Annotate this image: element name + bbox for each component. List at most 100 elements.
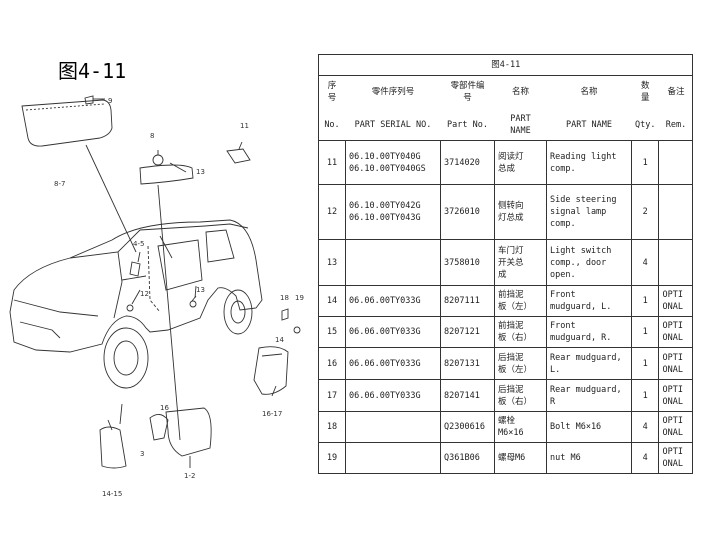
- callout-label: 19: [295, 294, 304, 302]
- callout-label: 3: [140, 450, 144, 458]
- cell-name-cn: 螺母M6: [494, 442, 547, 474]
- header-namecn-en: PART NAME: [494, 108, 547, 141]
- cell-rem: OPTI ONAL: [658, 347, 694, 380]
- cell-qty: 4: [630, 239, 660, 286]
- cell-qty: 4: [630, 442, 660, 474]
- cell-rem: OPTI ONAL: [658, 316, 694, 348]
- cell-rem: [658, 239, 694, 286]
- cell-no: 19: [318, 442, 346, 474]
- car-body: [9, 219, 263, 353]
- header-partno-cn: 零部件编 号: [440, 75, 495, 109]
- cell-serial: 06.06.00TY033G: [345, 379, 441, 412]
- cell-rem: OPTI ONAL: [658, 379, 694, 412]
- cell-serial: [345, 411, 441, 443]
- cell-part-no: 3726010: [440, 184, 495, 240]
- table-row: 17 06.06.00TY033G 8207141 后挡泥 板（右） Rear …: [318, 379, 694, 412]
- cell-serial: 06.06.00TY033G: [345, 347, 441, 380]
- cell-rem: [658, 140, 694, 185]
- cell-name-en: Light switch comp., door open.: [546, 239, 632, 286]
- cell-name-cn: 车门灯 开关总 成: [494, 239, 547, 286]
- cell-serial: 06.06.00TY033G: [345, 285, 441, 317]
- table-header-en: No. PART SERIAL NO. Part No. PART NAME P…: [318, 108, 694, 141]
- cell-serial: 06.10.00TY042G 06.10.00TY043G: [345, 184, 441, 240]
- callout-label: 18: [280, 294, 289, 302]
- rear-view-mirror: [139, 164, 194, 185]
- callout-label: 16: [160, 404, 169, 412]
- cell-name-en: Front mudguard, R.: [546, 316, 632, 348]
- table-row: 15 06.06.00TY033G 8207121 前挡泥 板（右） Front…: [318, 316, 694, 348]
- cell-part-no: 8207141: [440, 379, 495, 412]
- cell-rem: OPTI ONAL: [658, 285, 694, 317]
- cell-name-en: Rear mudguard, R: [546, 379, 632, 412]
- header-qty-cn: 数 量: [630, 75, 659, 109]
- cell-name-en: Bolt M6×16: [546, 411, 632, 443]
- table-row: 13 3758010 车门灯 开关总 成 Light switch comp.,…: [318, 239, 694, 286]
- cell-no: 17: [318, 379, 346, 412]
- header-qty-en: Qty.: [630, 108, 659, 141]
- cell-qty: 4: [630, 411, 660, 443]
- callout-label: 14: [275, 336, 284, 344]
- cell-name-cn: 后挡泥 板（左）: [494, 347, 547, 380]
- cell-part-no: Q361B06: [440, 442, 495, 474]
- header-rem-en: Rem.: [658, 108, 694, 141]
- table-row: 18 Q2300616 螺栓 M6×16 Bolt M6×16 4 OPTI O…: [318, 411, 694, 443]
- front-wheel: [103, 327, 149, 389]
- cell-name-en: Reading light comp.: [546, 140, 632, 185]
- cell-part-no: 8207131: [440, 347, 495, 380]
- cell-part-no: 8207111: [440, 285, 495, 317]
- rear-wheel: [223, 289, 253, 335]
- cell-qty: 2: [630, 184, 660, 240]
- callout-label: 13: [196, 168, 205, 176]
- cell-no: 18: [318, 411, 346, 443]
- cell-serial: 06.10.00TY040G 06.10.00TY040GS: [345, 140, 441, 185]
- header-rem-cn: 备注: [658, 75, 694, 109]
- car-parts-exploded-drawing: 9 8 11 13 8-7 4-5 12 13 18 19 14 16 3 1-…: [9, 95, 304, 498]
- callout-label: 8: [150, 132, 154, 140]
- cell-name-cn: 前挡泥 板（右）: [494, 316, 547, 348]
- callout-label: 16-17: [262, 410, 282, 418]
- side-mirror: [165, 407, 212, 457]
- cell-name-en: Rear mudguard, L.: [546, 347, 632, 380]
- header-partno-en: Part No.: [440, 108, 495, 141]
- table-row: 14 06.06.00TY033G 8207111 前挡泥 板（左） Front…: [318, 285, 694, 317]
- callout-label: 14-15: [102, 490, 122, 498]
- header-serial-cn: 零件序列号: [345, 75, 441, 109]
- header-no-cn: 序 号: [318, 75, 346, 109]
- cell-part-no: Q2300616: [440, 411, 495, 443]
- header-serial-en: PART SERIAL NO.: [345, 108, 441, 141]
- table-row: 12 06.10.00TY042G 06.10.00TY043G 3726010…: [318, 184, 694, 240]
- cell-qty: 1: [630, 316, 660, 348]
- header-namecn-cn: 名称: [494, 75, 547, 109]
- cell-name-cn: 螺栓 M6×16: [494, 411, 547, 443]
- table-row: 19 Q361B06 螺母M6 nut M6 4 OPTI ONAL: [318, 442, 694, 474]
- header-nameen-en: PART NAME: [546, 108, 632, 141]
- cell-no: 11: [318, 140, 346, 185]
- cell-name-cn: 侧转向 灯总成: [494, 184, 547, 240]
- cell-no: 13: [318, 239, 346, 286]
- header-nameen-cn: 名称: [546, 75, 632, 109]
- cell-serial: [345, 239, 441, 286]
- table-header-cn: 序 号 零件序列号 零部件编 号 名称 名称 数 量 备注: [318, 75, 694, 109]
- figure-label: 图4-11: [58, 59, 127, 83]
- callout-label: 11: [240, 122, 249, 130]
- parts-table: 图4-11 序 号 零件序列号 零部件编 号 名称 名称 数 量 备注 No. …: [317, 54, 694, 474]
- cell-qty: 1: [630, 285, 660, 317]
- table-caption: 图4-11: [317, 54, 694, 76]
- table-caption-row: 图4-11: [317, 54, 694, 76]
- cell-serial: [345, 442, 441, 474]
- cell-part-no: 3758010: [440, 239, 495, 286]
- cell-no: 15: [318, 316, 346, 348]
- cell-rem: [658, 184, 694, 240]
- table-row: 16 06.06.00TY033G 8207131 后挡泥 板（左） Rear …: [318, 347, 694, 380]
- cell-serial: 06.06.00TY033G: [345, 316, 441, 348]
- cell-qty: 1: [630, 140, 660, 185]
- callout-label: 4-5: [133, 240, 144, 248]
- callout-label: 8-7: [54, 180, 65, 188]
- cell-name-en: nut M6: [546, 442, 632, 474]
- cell-no: 16: [318, 347, 346, 380]
- table-row: 11 06.10.00TY040G 06.10.00TY040GS 371402…: [318, 140, 694, 185]
- cell-rem: OPTI ONAL: [658, 411, 694, 443]
- cell-part-no: 8207121: [440, 316, 495, 348]
- pad-part: [226, 148, 251, 164]
- cell-no: 14: [318, 285, 346, 317]
